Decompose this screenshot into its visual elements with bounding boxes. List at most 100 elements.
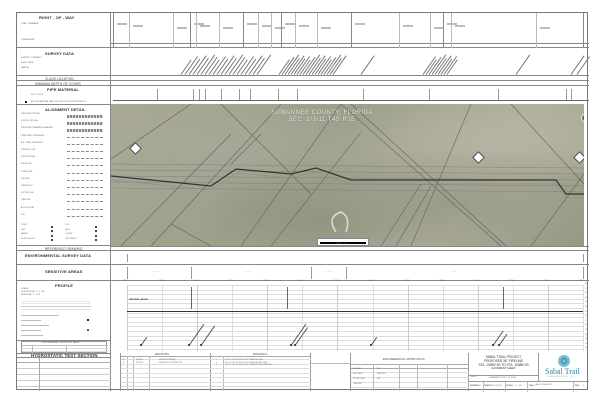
grid-line [127,298,583,300]
survey-company-label: SURVEY COMPANY [21,57,42,59]
tract-divider [258,13,259,48]
tract-divider [443,13,444,48]
environmental-survey-label: ENVIRONMENTAL SURVEY DATA [25,253,92,258]
row-class-location [17,76,111,81]
row-sensitive-areas [17,265,111,281]
legend-swatch [67,194,103,196]
pipe-callout-stem [199,89,200,100]
grid-line [127,335,583,337]
grid-line [127,285,128,351]
approval-title: PROJECT MGR [353,379,365,380]
station-label: 1062+00 [333,281,340,282]
reference-drawing-strip [111,246,589,251]
legend-label: FENCE LINE [21,163,32,166]
legend-label: SECTION LINE [21,192,34,195]
legend-label: POWER LINE [21,170,33,173]
station-label: 1072+00 [508,281,516,282]
row-line [121,359,211,360]
row-line [121,381,211,383]
row-line [351,387,469,388]
tract-divider [451,13,452,48]
symbol-icon [95,234,97,237]
legend-row: EXISTING ROAD [21,156,107,162]
pipe-callout-stem [221,89,222,100]
row-line [211,359,311,360]
legend-row: POWER LINE [21,171,107,177]
class-location-strip [111,76,589,81]
legend-row: SECTION LINE [21,192,107,198]
grid-line [442,285,444,351]
pipe-callout-stem [250,89,251,100]
row-line [211,386,311,387]
row-line [211,377,311,378]
legend-row: HDD [21,214,107,220]
legend-label: ACCESS ROAD [21,206,35,209]
drawn-label: DRAWN [470,385,478,387]
station-label: 1060+00 [298,281,305,282]
alignment-detail-label: ALIGNMENT DETAIL [45,107,86,112]
environmental-strip [111,251,589,265]
logo-tagline: TRANSMISSION, LLC [547,376,576,378]
grid-line [477,285,479,351]
row-survey-data [17,48,111,76]
grid-line [232,285,234,351]
revision-no: A [123,360,125,361]
sensitive-area-label: - - - - - [451,271,458,273]
revisions-title: REVISIONS [155,353,169,356]
row-line [121,368,211,369]
symbol-icon [95,230,97,232]
tract-divider [536,13,537,48]
station-label: 1056+00 [228,281,235,282]
pipe-bullet-icon [25,101,27,103]
materials-title: MATERIALS [253,353,268,356]
tract-label [321,27,331,29]
elevation-label: 70 [585,288,587,290]
pipe-callout-stem [498,89,499,100]
material-desc: 36" O.D. X 0.XXX" W.T., API 5L X70, PSL2… [225,360,263,361]
logo-wordmark: Sabal Trail [545,367,580,376]
alignment-linework [111,104,584,246]
row-line [351,372,469,373]
tract-divider [583,13,584,48]
station-label: 1066+00 [403,281,410,282]
pipe-callout-stem [566,89,567,100]
pipe-callout-stem [205,89,206,100]
reference-drawings-table [111,353,121,391]
symbol-icon [51,239,53,241]
crossing-point-icon [492,344,494,346]
proposed-pipeline [111,167,584,195]
row-line [351,377,469,378]
pipe-note-label: SEE PIPE MATERIAL TABLE (BELOW) FOR PIPE… [31,101,86,103]
tract-label [262,25,272,27]
crossing-point-icon [290,344,292,346]
vertical-callout [287,287,288,309]
legend-swatch [67,172,103,174]
row-line [121,363,211,365]
symbol-icon [51,225,53,228]
min-depth-label: MINIMUM DEPTH OF COVER [35,81,81,86]
tract-label [177,27,187,29]
revision-no: B [123,362,125,364]
sensitive-areas-label: SENSITIVE AREAS [45,269,83,274]
legend-swatch [67,151,103,152]
legend-swatch [67,187,103,188]
elevation-label: -40 [585,339,588,341]
station-label: 1054+00 [193,281,200,282]
survey-label-line [515,54,531,75]
drawn-value: SNT [477,385,481,387]
row-line [121,372,211,374]
legend-label: WATERBODY [21,185,33,187]
class-location-label: CLASS LOCATION [45,76,74,81]
pipe-callout-stem [157,89,158,100]
tract-divider [243,13,244,48]
grid-line [407,285,409,351]
pipe-spec-label: 36" X 0.XXX [31,94,44,96]
station-label: 1058+00 [263,281,270,282]
symbol-icon [95,239,97,241]
row-right-of-way [17,13,111,48]
grid-line [302,285,304,351]
legend-row: WATERBODY [21,185,107,191]
elevation-label: -20 [585,330,588,331]
tract-label [299,25,309,27]
